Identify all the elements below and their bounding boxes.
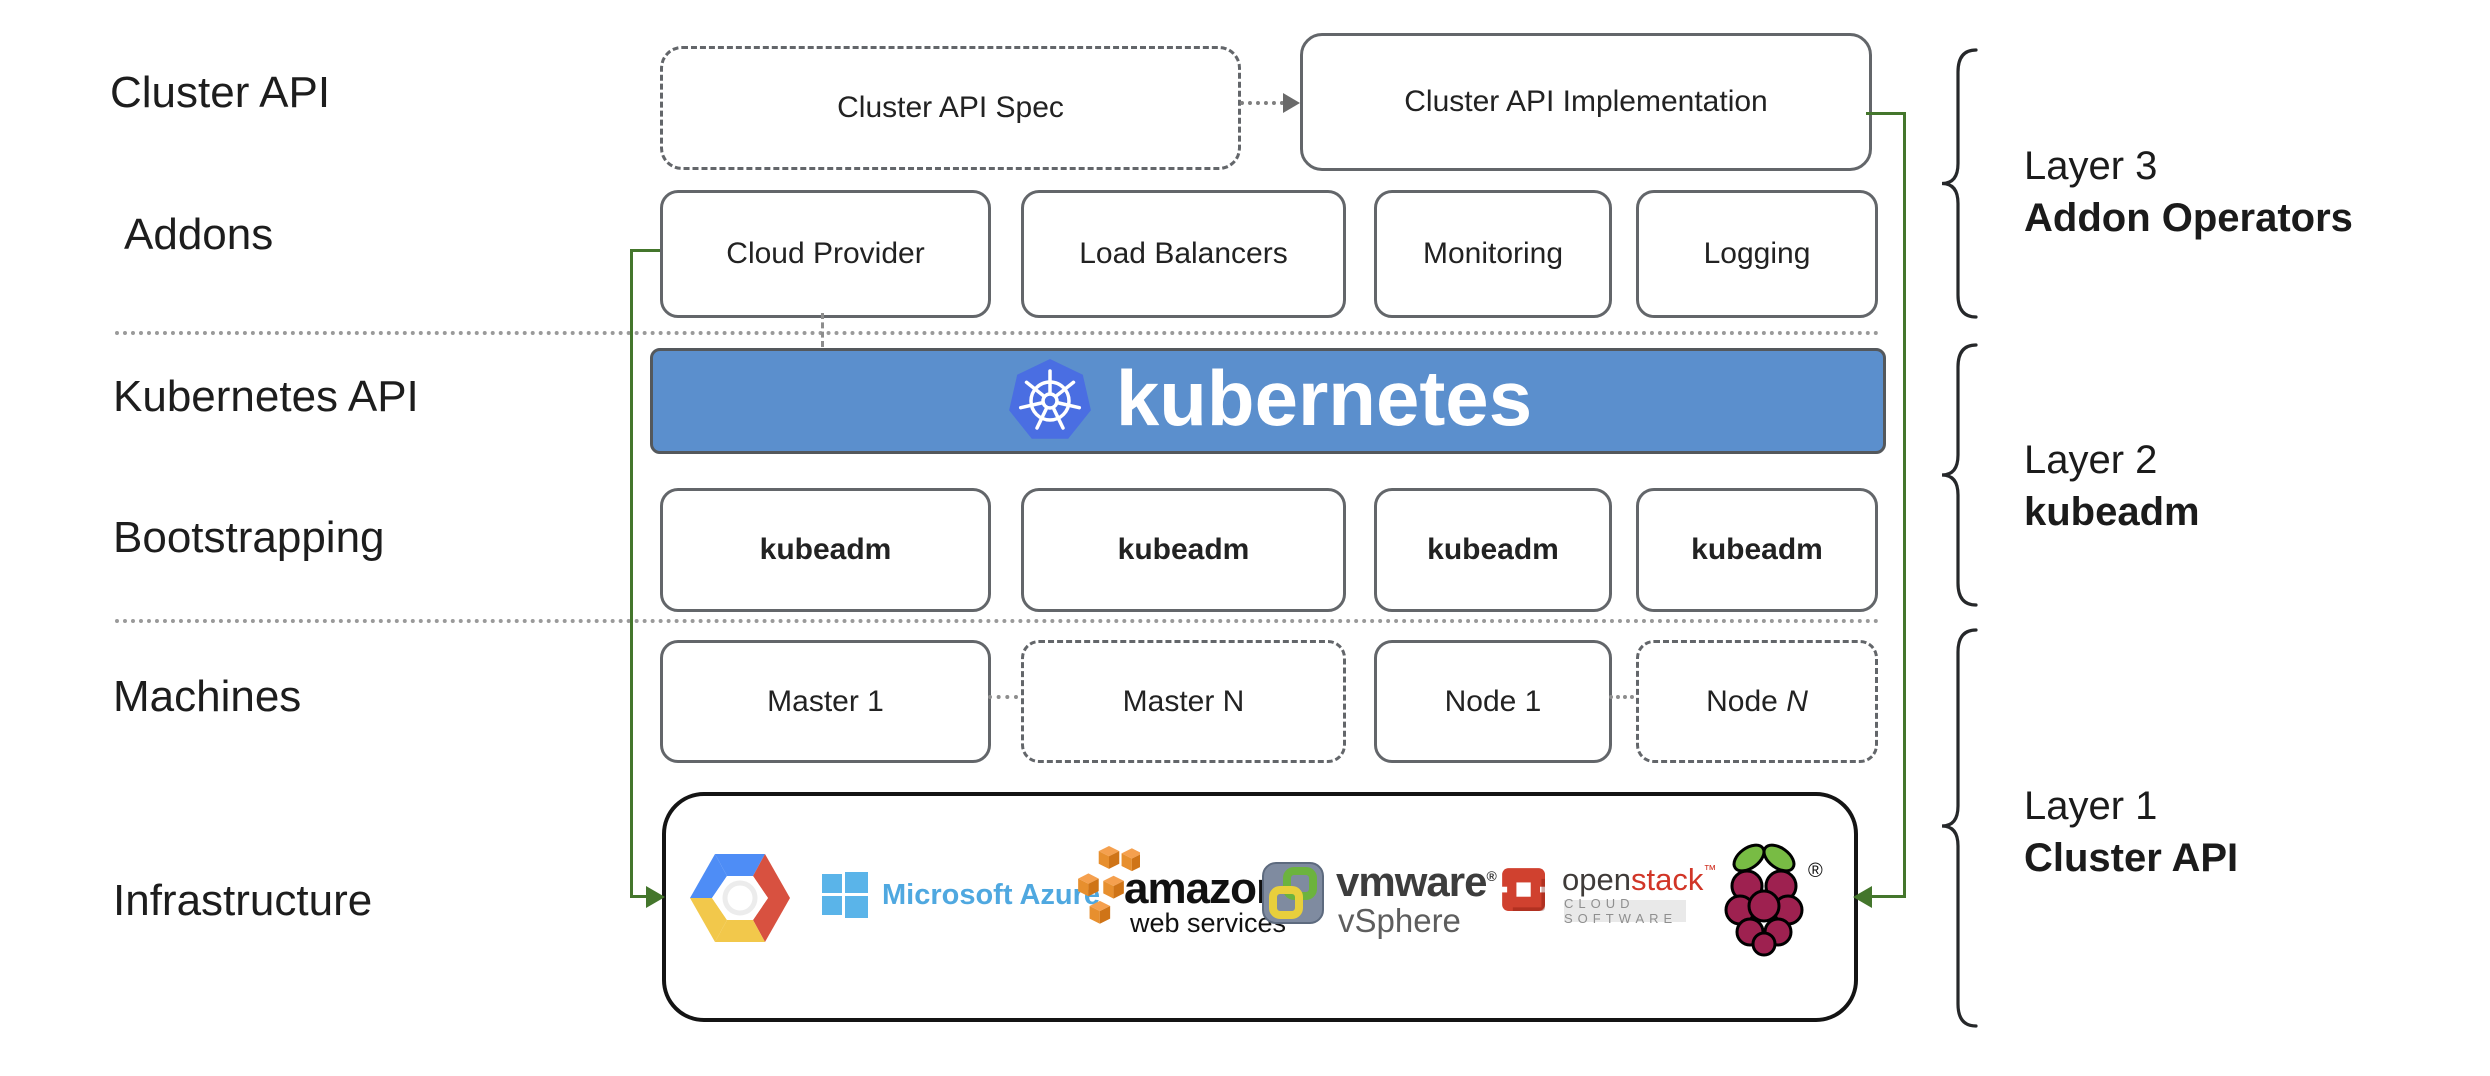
master-n-label: Master N xyxy=(1122,684,1245,718)
vmware-label: vmware® xyxy=(1336,858,1497,905)
master-connector-dots xyxy=(988,695,1018,699)
machine-box-node-n: Node N xyxy=(1636,640,1878,763)
kubeadm-box-1: kubeadm xyxy=(660,488,991,612)
master-1-label: Master 1 xyxy=(767,684,884,718)
addon-box-cloud-provider: Cloud Provider xyxy=(660,190,991,318)
layer-1-label: Layer 1 Cluster API xyxy=(2024,780,2238,884)
vsphere-label: vSphere xyxy=(1338,902,1461,939)
microsoft-azure-logo: Microsoft Azure xyxy=(822,872,1100,918)
openstack-sub-bar: CLOUD SOFTWARE xyxy=(1564,896,1686,926)
addon-box-monitoring: Monitoring xyxy=(1374,190,1612,318)
kubernetes-wheel-icon xyxy=(1009,359,1091,439)
kubeadm-box-3: kubeadm xyxy=(1374,488,1612,612)
green-line-right-top xyxy=(1866,112,1906,115)
layer-2-label: Layer 2 kubeadm xyxy=(2024,434,2200,538)
layer-1-brace xyxy=(1941,628,1978,1028)
row-label-infrastructure: Infrastructure xyxy=(113,876,373,925)
addon-box-load-balancers: Load Balancers xyxy=(1021,190,1346,318)
azure-windows-icon xyxy=(822,872,868,918)
spec-to-impl-dotted-line xyxy=(1240,101,1284,105)
section-divider-bottom xyxy=(115,619,1880,623)
kubeadm-box-4: kubeadm xyxy=(1636,488,1878,612)
green-arrow-right-icon xyxy=(646,886,665,908)
cloud-provider-to-kubernetes-dashed-line xyxy=(821,313,824,347)
amazon-label: amazon xyxy=(1124,864,1283,913)
machine-box-node-1: Node 1 xyxy=(1374,640,1612,763)
green-line-left-vertical xyxy=(630,249,633,898)
kubeadm-box-2: kubeadm xyxy=(1021,488,1346,612)
node-n-italic: N xyxy=(1786,684,1808,718)
google-cloud-icon xyxy=(690,854,790,942)
vmware-tile-icon xyxy=(1262,862,1324,924)
layer-2-brace xyxy=(1941,343,1978,607)
cluster-api-implementation-box: Cluster API Implementation xyxy=(1300,33,1872,171)
vmware-vsphere-logo: vmware® vSphere xyxy=(1262,850,1497,950)
green-line-right-vertical xyxy=(1903,112,1906,898)
raspberry-pi-icon xyxy=(1724,843,1804,957)
layer-1-subtitle: Cluster API xyxy=(2024,836,2239,880)
openstack-logo: openstack™ CLOUD SOFTWARE xyxy=(1500,856,1716,946)
spec-to-impl-arrowhead-icon xyxy=(1283,93,1300,113)
cluster-api-spec-box: Cluster API Spec xyxy=(660,46,1241,170)
node-connector-dots xyxy=(1609,695,1634,699)
load-balancers-label: Load Balancers xyxy=(1079,237,1288,270)
layer-2-subtitle: kubeadm xyxy=(2024,490,2200,534)
row-label-kubernetes-api: Kubernetes API xyxy=(113,372,419,421)
layer-3-label: Layer 3 Addon Operators xyxy=(2024,140,2353,244)
machine-box-master-n: Master N xyxy=(1021,640,1346,763)
cluster-api-implementation-label: Cluster API Implementation xyxy=(1404,85,1768,118)
green-line-right-bottom xyxy=(1872,895,1904,898)
openstack-tm-mark: ™ xyxy=(1703,862,1717,877)
layer-2-title: Layer 2 xyxy=(2024,438,2158,482)
green-line-left-top xyxy=(630,249,660,252)
vmware-reg-mark: ® xyxy=(1486,868,1496,884)
azure-label: Microsoft Azure xyxy=(882,878,1101,911)
monitoring-label: Monitoring xyxy=(1422,237,1564,270)
green-arrow-left-icon xyxy=(1853,886,1872,908)
section-divider-top xyxy=(115,331,1880,335)
kubeadm-label-4: kubeadm xyxy=(1691,533,1823,566)
layer-3-title: Layer 3 xyxy=(2024,144,2158,188)
openstack-sub-label: CLOUD SOFTWARE xyxy=(1564,896,1678,926)
row-label-cluster-api: Cluster API xyxy=(110,68,331,117)
layer-3-brace xyxy=(1941,48,1978,319)
row-label-machines: Machines xyxy=(113,672,302,721)
node-1-label: Node 1 xyxy=(1444,684,1542,718)
cluster-api-spec-label: Cluster API Spec xyxy=(837,91,1064,124)
openstack-cube-icon xyxy=(1500,868,1550,911)
kubernetes-banner: kubernetes xyxy=(650,348,1886,454)
aws-cubes-icon xyxy=(1078,846,1140,924)
row-label-bootstrapping: Bootstrapping xyxy=(113,513,385,562)
raspberry-reg-mark: ® xyxy=(1808,860,1823,882)
green-line-left-bottom xyxy=(630,895,648,898)
raspberry-pi-logo: ® xyxy=(1716,838,1826,958)
cloud-provider-label: Cloud Provider xyxy=(726,237,925,270)
addon-box-logging: Logging xyxy=(1636,190,1878,318)
openstack-label: openstack™ xyxy=(1562,862,1717,897)
kubeadm-label-1: kubeadm xyxy=(759,533,892,566)
layer-1-title: Layer 1 xyxy=(2024,784,2158,828)
amazon-sub-label: web services xyxy=(1130,908,1287,938)
kubernetes-wordmark: kubernetes xyxy=(1115,353,1533,442)
row-label-addons: Addons xyxy=(124,210,274,259)
node-n-label: Node N xyxy=(1706,684,1808,718)
kubeadm-label-2: kubeadm xyxy=(1117,533,1250,566)
machine-box-master-1: Master 1 xyxy=(660,640,991,763)
aws-logo: amazon web services xyxy=(1078,846,1286,958)
layer-3-subtitle: Addon Operators xyxy=(2024,196,2353,240)
logging-label: Logging xyxy=(1703,237,1811,270)
kubeadm-label-3: kubeadm xyxy=(1427,533,1559,566)
